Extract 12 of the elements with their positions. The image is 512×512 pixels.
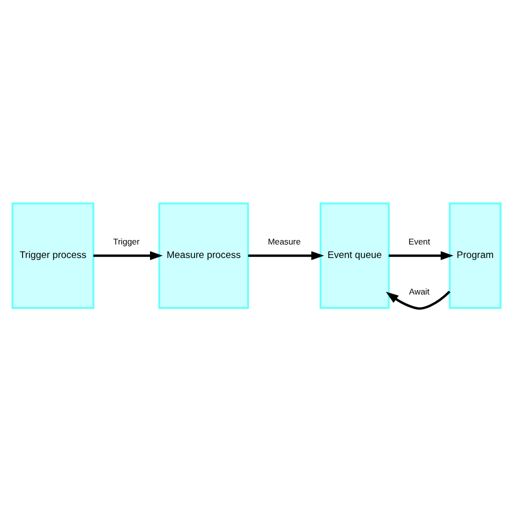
edge-label: Measure [267, 236, 300, 246]
edge-label: Trigger [112, 236, 140, 246]
arrow [248, 251, 324, 260]
arrow [388, 251, 453, 260]
node-box: Trigger process [11, 202, 94, 309]
node-box: Measure process [158, 202, 248, 309]
edge-label: Event [408, 236, 430, 246]
arrow [385, 290, 450, 310]
node-box: Program [448, 202, 501, 309]
edge-label: Await [408, 286, 430, 296]
node-box: Event queue [319, 202, 390, 309]
arrow [92, 251, 162, 260]
